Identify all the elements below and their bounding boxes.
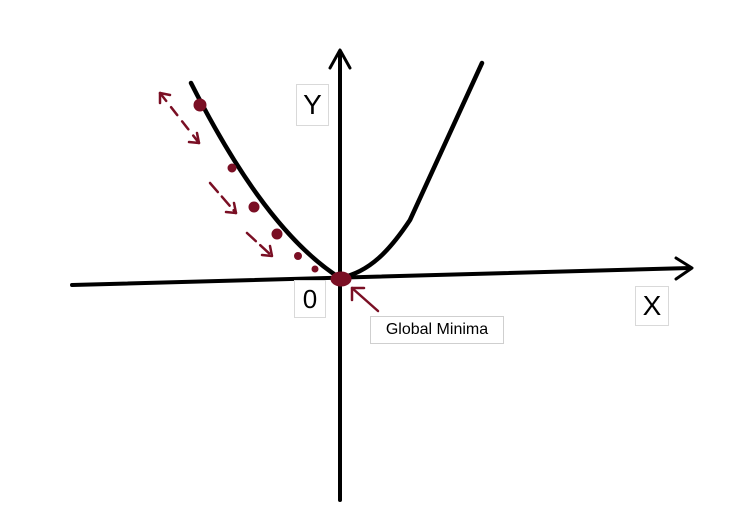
minima-pointer-arrowhead: [350, 286, 366, 302]
minima-pointer-arrow: [350, 286, 380, 313]
dashed-arrow-3-shaft: [245, 231, 274, 258]
origin-label: 0: [294, 280, 326, 318]
descent-steps: [193, 98, 352, 287]
step-point: [294, 252, 302, 260]
y-axis-label: Y: [296, 84, 329, 126]
dashed-arrow-2-head: [224, 201, 238, 215]
x-axis-arrowhead: [674, 256, 694, 281]
x-axis-label: X: [635, 286, 669, 326]
step-point: [193, 98, 207, 112]
dashed-arrow-2-shaft: [208, 181, 238, 215]
y-axis-arrowhead: [328, 48, 352, 70]
x-axis-line: [70, 266, 692, 287]
dashed-arrow-1-shaft: [158, 91, 201, 145]
loss-curve: [188, 60, 485, 281]
axes: [70, 48, 694, 502]
dashed-arrow-3-head: [260, 244, 274, 258]
step-point: [227, 163, 237, 173]
step-point: [271, 228, 283, 240]
dashed-arrow-1-head-start: [158, 91, 172, 105]
dashed-arrow-1-head: [187, 131, 201, 145]
global-minimum-point: [330, 271, 352, 287]
step-point: [248, 201, 260, 213]
global-minima-label: Global Minima: [370, 316, 504, 344]
step-point: [311, 265, 319, 273]
descent-arrows: [158, 91, 380, 313]
